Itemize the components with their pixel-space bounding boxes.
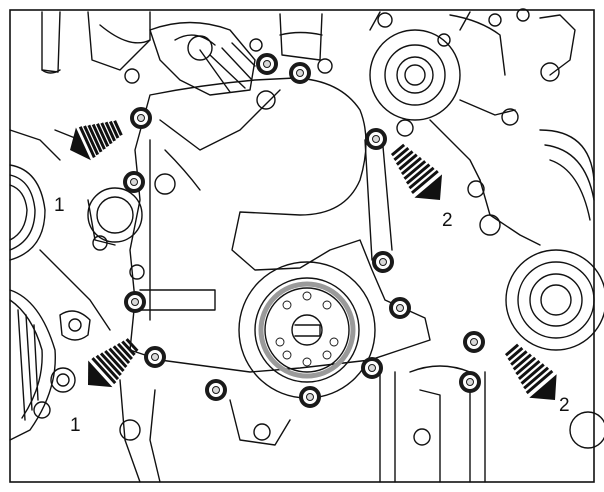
arrow-1-upper-left [70, 120, 123, 161]
highlighted-bolt [459, 371, 481, 393]
thermostat-housing [87, 187, 143, 251]
water-pump [369, 11, 576, 181]
highlighted-bolt [205, 379, 227, 401]
arrow-1-lower-left [88, 338, 139, 388]
right-pulleys [479, 129, 604, 449]
passive-bolts [124, 8, 530, 280]
left-pulley [9, 129, 111, 331]
highlighted-bolt [361, 357, 383, 379]
highlighted-bolt [389, 297, 411, 319]
highlighted-bolt [124, 291, 146, 313]
highlighted-bolt [372, 251, 394, 273]
arrow-2-lower-right [504, 343, 557, 400]
highlighted-bolt [130, 107, 152, 129]
crankshaft-seal [238, 261, 376, 399]
lower-left-alternator [9, 289, 91, 441]
highlighted-bolt [365, 128, 387, 150]
timing-cover [129, 77, 431, 373]
arrow-2-upper-right [390, 143, 443, 200]
highlighted-bolt [289, 62, 311, 84]
highlighted-bolt [256, 53, 278, 75]
callout-1-upper-left: 1 [54, 195, 65, 216]
callout-2-lower-right: 2 [559, 395, 570, 416]
highlighted-bolt [144, 346, 166, 368]
callout-2-upper-right: 2 [442, 210, 453, 231]
highlighted-bolt [299, 386, 321, 408]
upper-housing [149, 13, 323, 96]
highlighted-bolt [123, 171, 145, 193]
callout-1-lower-left: 1 [70, 415, 81, 436]
highlighted-bolt [463, 331, 485, 353]
